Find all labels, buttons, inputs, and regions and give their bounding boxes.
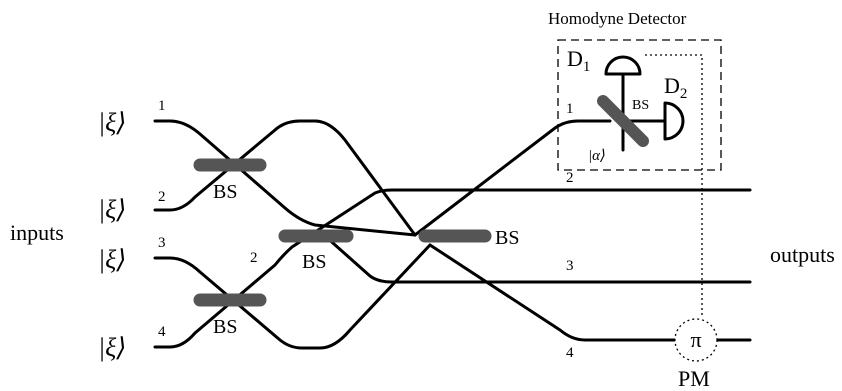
detector-d1-sub: 1 bbox=[583, 59, 591, 75]
homodyne-detector-title: Homodyne Detector bbox=[548, 9, 687, 28]
phase-modulator-symbol: π bbox=[690, 327, 701, 352]
phase-modulator-circle bbox=[674, 318, 718, 362]
mode-path-5 bbox=[323, 234, 752, 284]
mode-path-7 bbox=[428, 243, 677, 342]
detector-d2-sub: 2 bbox=[680, 86, 688, 102]
homodyne-beam-splitter bbox=[597, 95, 649, 147]
detector-d2-label: D2 bbox=[664, 73, 687, 102]
input-mode-number-4: 4 bbox=[158, 324, 166, 340]
feed-forward-line bbox=[645, 54, 703, 318]
mid-mode-number: 2 bbox=[250, 250, 258, 266]
input-mode-number-3: 3 bbox=[158, 235, 166, 251]
phase-modulator: π PM bbox=[674, 318, 718, 391]
mode-path-6 bbox=[413, 119, 612, 237]
mode-path-1 bbox=[153, 119, 417, 237]
bs-label-2: BS bbox=[213, 316, 237, 338]
output-mode-numbers: 1 2 3 4 bbox=[566, 101, 574, 361]
output-mode-number-4: 4 bbox=[566, 345, 574, 361]
input-state-4: |ξ⟩ bbox=[98, 333, 126, 362]
output-mode-number-2: 2 bbox=[566, 170, 574, 186]
local-oscillator-state: |α⟩ bbox=[588, 148, 606, 164]
bs-label-3: BS bbox=[302, 251, 326, 273]
input-state-2: |ξ⟩ bbox=[98, 195, 126, 224]
detector-d1-label: D1 bbox=[567, 46, 590, 75]
outputs-label: outputs bbox=[770, 242, 835, 267]
homodyne-bs-label: BS bbox=[632, 98, 649, 113]
phase-modulator-label: PM bbox=[678, 366, 710, 391]
homodyne-detector-box bbox=[557, 39, 722, 171]
optical-paths bbox=[153, 119, 752, 350]
input-state-1: |ξ⟩ bbox=[98, 108, 126, 137]
input-mode-numbers: 1 2 3 4 bbox=[158, 98, 166, 340]
inputs-label: inputs bbox=[10, 220, 64, 245]
mode-path-4 bbox=[153, 188, 752, 349]
output-mode-number-1: 1 bbox=[566, 101, 574, 117]
beam-splitters bbox=[193, 158, 492, 307]
detector-d2-main: D bbox=[664, 73, 680, 98]
output-mode-number-3: 3 bbox=[566, 258, 574, 274]
mode-path-3 bbox=[153, 243, 432, 350]
mode-path-2 bbox=[153, 119, 417, 237]
detector-d2-icon bbox=[663, 101, 685, 141]
input-state-3: |ξ⟩ bbox=[98, 245, 126, 274]
bs-label-4: BS bbox=[495, 227, 519, 249]
detector-d1-icon bbox=[604, 55, 642, 76]
input-states: |ξ⟩ |ξ⟩ |ξ⟩ |ξ⟩ bbox=[98, 108, 126, 362]
input-mode-number-2: 2 bbox=[158, 189, 166, 205]
bs-label-1: BS bbox=[213, 181, 237, 203]
homodyne-detector: Homodyne Detector |α⟩ D1 D2 BS bbox=[548, 9, 722, 171]
detector-d1-main: D bbox=[567, 46, 583, 71]
input-mode-number-1: 1 bbox=[158, 98, 166, 114]
beam-splitter-labels: BS BS BS BS bbox=[213, 181, 519, 338]
